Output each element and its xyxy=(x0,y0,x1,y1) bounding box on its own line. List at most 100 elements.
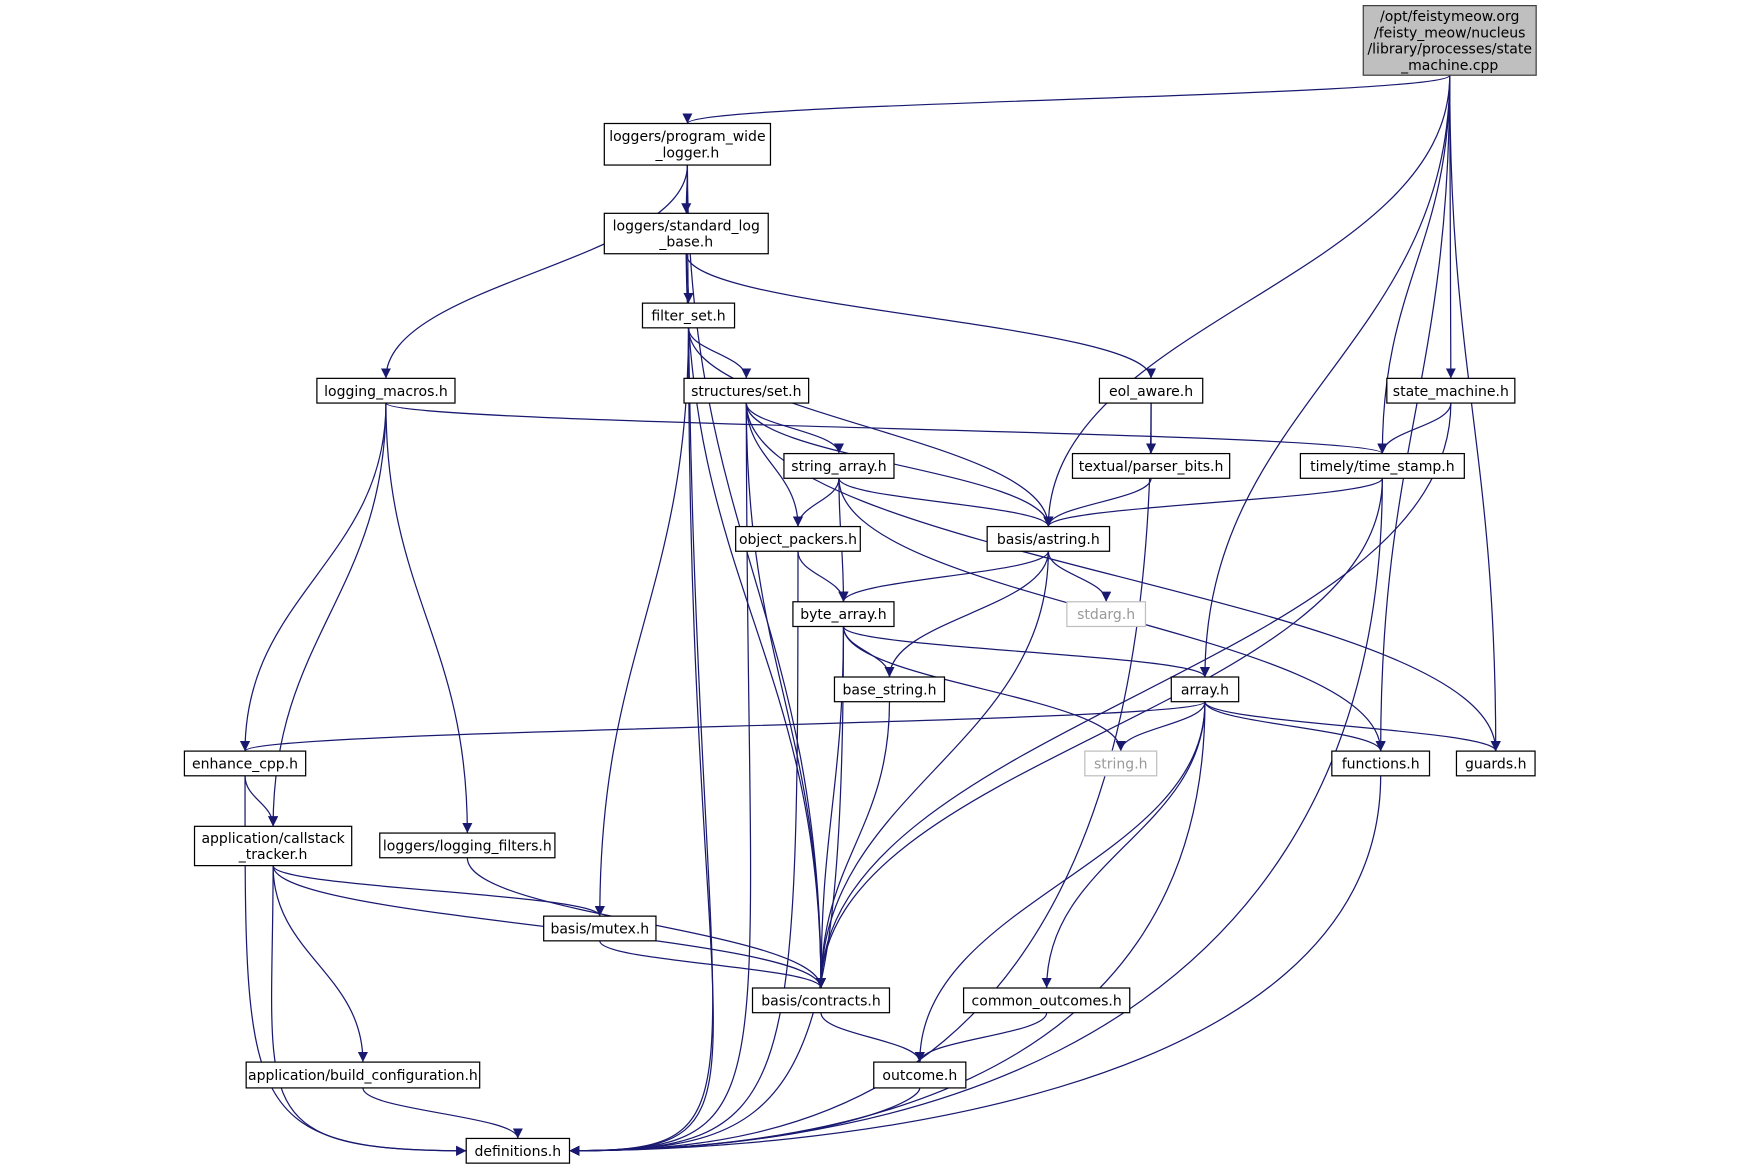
edge-root-to-array xyxy=(1199,75,1451,678)
node-label: _machine.cpp xyxy=(1400,58,1498,74)
edge-object_packers-to-byte_array xyxy=(797,551,849,602)
edge-byte_array-to-string_h xyxy=(842,626,1126,752)
node-label: array.h xyxy=(1181,682,1229,698)
node-guards[interactable]: guards.h xyxy=(1455,750,1536,777)
node-label: guards.h xyxy=(1465,757,1526,773)
node-box xyxy=(735,525,861,552)
edge-set-to-contracts xyxy=(745,403,827,988)
node-label: textual/parser_bits.h xyxy=(1079,459,1224,475)
edge-filter_set-to-set xyxy=(687,327,752,379)
node-logging_macros[interactable]: logging_macros.h xyxy=(316,377,456,404)
edge-root-to-guards xyxy=(1449,75,1501,752)
node-box xyxy=(751,987,891,1014)
node-array[interactable]: array.h xyxy=(1170,676,1240,703)
node-box xyxy=(1299,452,1465,479)
edge-mutex-to-contracts xyxy=(599,940,826,989)
node-filter_set[interactable]: filter_set.h xyxy=(641,302,736,329)
node-state_machine_h[interactable]: state_machine.h xyxy=(1386,377,1516,404)
node-common_outcomes[interactable]: common_outcomes.h xyxy=(962,987,1131,1014)
edge-logging_macros-to-enhance_cpp xyxy=(239,403,387,752)
node-label: loggers/program_wide xyxy=(609,129,765,145)
edge-slb-to-eol_aware xyxy=(685,253,1157,379)
edge-set-to-string_array xyxy=(745,402,844,454)
node-eol_aware[interactable]: eol_aware.h xyxy=(1098,377,1204,404)
edge-state_machine_h-to-contracts xyxy=(815,403,1452,988)
node-stdarg[interactable]: stdarg.h xyxy=(1066,601,1147,628)
node-string_array[interactable]: string_array.h xyxy=(783,452,895,479)
edge-time_stamp-to-astring xyxy=(1043,477,1383,528)
node-pwl[interactable]: loggers/program_wide_logger.h xyxy=(603,122,772,166)
edge-set-to-object_packers xyxy=(745,403,804,527)
node-object_packers[interactable]: object_packers.h xyxy=(735,525,861,552)
edge-astring-to-contracts xyxy=(815,551,1049,988)
edge-byte_array-to-base_string xyxy=(842,626,895,678)
edge-enhance_cpp-to-callstack xyxy=(244,775,279,827)
node-byte_array[interactable]: byte_array.h xyxy=(792,601,895,628)
node-build_config[interactable]: application/build_configuration.h xyxy=(245,1061,481,1089)
node-label: basis/contracts.h xyxy=(761,993,881,1009)
node-box xyxy=(543,915,657,942)
edge-pwl-to-logging_macros xyxy=(380,165,689,379)
node-string_h[interactable]: string.h xyxy=(1084,750,1158,777)
node-label: stdarg.h xyxy=(1077,607,1135,623)
edge-filter_set-to-astring xyxy=(687,327,1054,527)
edge-callstack-to-build_config xyxy=(272,865,368,1063)
node-enhance_cpp[interactable]: enhance_cpp.h xyxy=(183,750,307,777)
edge-root-to-pwl xyxy=(682,74,1451,125)
node-label: _logger.h xyxy=(655,145,720,161)
node-label: _tracker.h xyxy=(238,847,308,863)
node-label: eol_aware.h xyxy=(1109,384,1193,400)
node-base_string[interactable]: base_string.h xyxy=(833,676,946,703)
edge-byte_array-to-array xyxy=(842,625,1210,678)
node-label: loggers/logging_filters.h xyxy=(383,838,552,854)
node-contracts[interactable]: basis/contracts.h xyxy=(751,987,891,1014)
node-box xyxy=(1362,4,1537,76)
node-callstack[interactable]: application/callstack_tracker.h xyxy=(193,825,353,867)
node-label: common_outcomes.h xyxy=(972,993,1122,1009)
node-box xyxy=(1331,750,1431,777)
node-label: logging_macros.h xyxy=(324,384,448,400)
node-functions[interactable]: functions.h xyxy=(1331,750,1431,777)
edge-set-to-astring xyxy=(745,403,1054,527)
node-parser_bits[interactable]: textual/parser_bits.h xyxy=(1071,452,1231,479)
node-box xyxy=(245,1061,481,1089)
edge-logging_macros-to-logging_filters xyxy=(385,403,473,834)
node-label: outcome.h xyxy=(882,1068,957,1084)
node-slb[interactable]: loggers/standard_log_base.h xyxy=(603,212,769,255)
edge-array-to-functions xyxy=(1204,701,1386,752)
node-label: enhance_cpp.h xyxy=(192,757,298,773)
node-box xyxy=(683,377,810,404)
node-label: object_packers.h xyxy=(739,532,857,548)
node-label: state_machine.h xyxy=(1393,384,1509,400)
node-logging_filters[interactable]: loggers/logging_filters.h xyxy=(379,832,556,859)
node-box xyxy=(603,122,772,166)
node-label: loggers/standard_log xyxy=(613,218,760,234)
node-mutex[interactable]: basis/mutex.h xyxy=(543,915,657,942)
edge-common_outcomes-to-outcome xyxy=(914,1012,1048,1063)
edge-astring-to-base_string xyxy=(884,551,1049,678)
edge-logging_macros-to-time_stamp xyxy=(385,402,1387,455)
node-label: _base.h xyxy=(658,235,713,251)
node-label: filter_set.h xyxy=(651,309,725,325)
node-label: byte_array.h xyxy=(800,607,886,623)
node-box xyxy=(833,676,946,703)
node-label: application/callstack xyxy=(201,831,345,847)
node-box xyxy=(1098,377,1204,404)
node-astring[interactable]: basis/astring.h xyxy=(986,525,1111,552)
node-label: definitions.h xyxy=(475,1144,562,1160)
node-box xyxy=(603,212,769,255)
node-box xyxy=(316,377,456,404)
node-label: base_string.h xyxy=(842,682,936,698)
node-box xyxy=(641,302,736,329)
node-set[interactable]: structures/set.h xyxy=(683,377,810,404)
node-outcome[interactable]: outcome.h xyxy=(873,1061,967,1089)
edge-functions-to-definitions xyxy=(569,775,1382,1156)
node-label: basis/astring.h xyxy=(997,532,1100,548)
edge-contracts-to-outcome xyxy=(820,1012,925,1063)
node-label: string.h xyxy=(1094,757,1148,773)
node-label: basis/mutex.h xyxy=(550,922,649,938)
node-definitions[interactable]: definitions.h xyxy=(465,1137,571,1164)
node-time_stamp[interactable]: timely/time_stamp.h xyxy=(1299,452,1465,479)
